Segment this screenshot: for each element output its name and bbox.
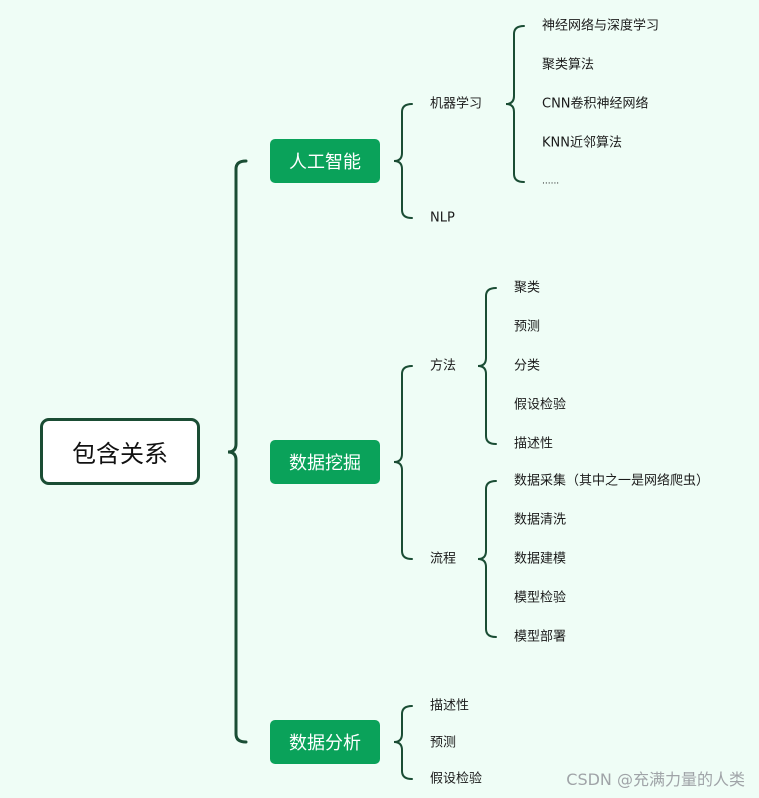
category-data-mining[interactable]: 数据挖掘 (270, 440, 380, 484)
brace-root (227, 159, 248, 744)
leaf-ml-1[interactable]: 神经网络与深度学习 (542, 18, 660, 34)
root-node[interactable]: 包含关系 (40, 418, 200, 485)
brace-data-mining (393, 365, 413, 560)
leaf-ml-2[interactable]: 聚类算法 (542, 57, 595, 73)
node-methods[interactable]: 方法 (430, 358, 457, 374)
leaf-process-4[interactable]: 模型检验 (514, 590, 567, 606)
leaf-method-2[interactable]: 预测 (514, 319, 541, 335)
leaf-process-1[interactable]: 数据采集（其中之一是网络爬虫） (514, 473, 710, 489)
node-nlp[interactable]: NLP (430, 210, 455, 226)
category-data-analysis[interactable]: 数据分析 (270, 720, 380, 764)
brace-machine-learning (505, 25, 525, 183)
root-label: 包含关系 (72, 440, 168, 468)
node-descriptive[interactable]: 描述性 (430, 698, 470, 714)
category-ai-label: 人工智能 (289, 152, 361, 173)
node-prediction[interactable]: 预测 (430, 735, 457, 751)
leaf-ml-4[interactable]: KNN近邻算法 (542, 135, 622, 151)
brace-data-analysis (393, 705, 413, 780)
brace-methods (477, 287, 497, 445)
leaf-method-5[interactable]: 描述性 (514, 436, 554, 452)
leaf-ml-3[interactable]: CNN卷积神经网络 (542, 96, 649, 112)
node-machine-learning[interactable]: 机器学习 (430, 96, 483, 112)
leaf-process-2[interactable]: 数据清洗 (514, 512, 567, 528)
leaf-ml-5[interactable]: ...... (542, 176, 560, 187)
category-data-analysis-label: 数据分析 (289, 733, 361, 754)
leaf-method-3[interactable]: 分类 (514, 358, 541, 374)
node-process[interactable]: 流程 (430, 551, 457, 567)
node-hypothesis-test[interactable]: 假设检验 (430, 771, 483, 787)
watermark: CSDN @充满力量的人类 (566, 770, 745, 789)
leaf-process-3[interactable]: 数据建模 (514, 551, 567, 567)
category-ai[interactable]: 人工智能 (270, 139, 380, 183)
brace-ai (393, 103, 413, 219)
leaf-process-5[interactable]: 模型部署 (514, 629, 567, 645)
category-data-mining-label: 数据挖掘 (289, 453, 361, 474)
leaf-method-1[interactable]: 聚类 (514, 280, 541, 296)
leaf-method-4[interactable]: 假设检验 (514, 397, 567, 413)
brace-process (477, 480, 497, 638)
